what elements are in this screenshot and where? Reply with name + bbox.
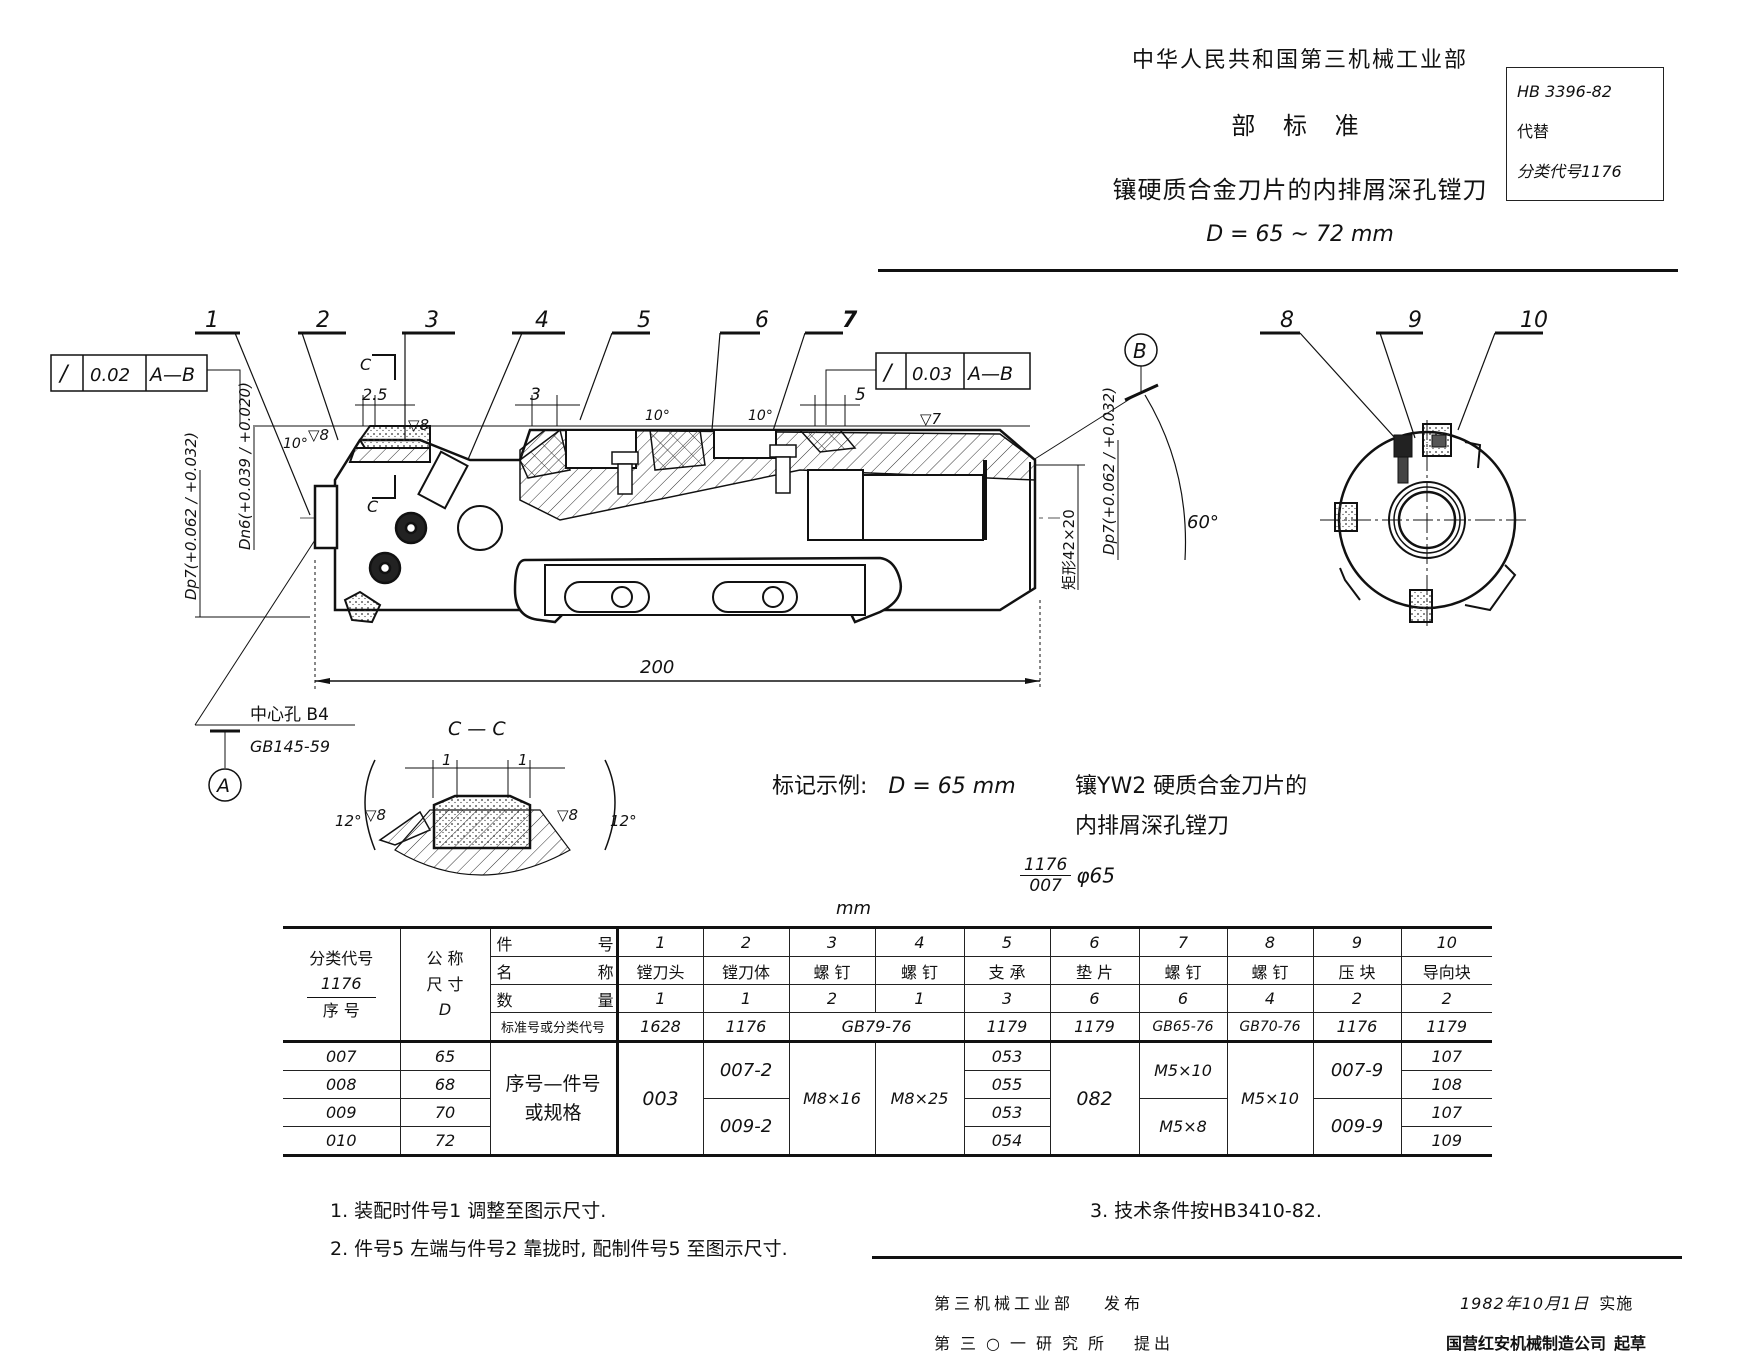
- roughness-7: ▽7: [920, 410, 942, 428]
- roughness-8-a: ▽8: [308, 426, 329, 444]
- tolerance-frame-left: / 0.02 A—B: [50, 354, 241, 425]
- note-3: 3. 技术条件按HB3410-82.: [1090, 1200, 1322, 1222]
- marking-desc-1: 镶YW2 硬质合金刀片的: [1075, 774, 1308, 799]
- callout-4: 4: [535, 308, 549, 333]
- class-code-header: 分类代号 1176 序 号: [283, 926, 401, 1042]
- svg-text:C — C: C — C: [448, 718, 506, 740]
- svg-text:0.02: 0.02: [90, 365, 130, 386]
- callout-3: 3: [425, 308, 439, 333]
- dim-5: 5: [855, 385, 866, 405]
- callout-8: 8: [1280, 308, 1294, 333]
- note-2: 2. 件号5 左端与件号2 靠拢时, 配制件号5 至图示尺寸.: [330, 1238, 788, 1260]
- svg-text:A: A: [215, 775, 230, 797]
- marking-label: 标记示例:: [772, 774, 868, 799]
- header-row-name: 名 称 镗刀头 镗刀体 螺 钉 螺 钉 支 承 垫 片 螺 钉 螺 钉 压 块 …: [283, 956, 1492, 985]
- fraction-top: 1176: [1020, 855, 1072, 876]
- angle-10-a: 10°: [283, 436, 308, 452]
- marking-desc-2: 内排屑深孔镗刀: [1075, 814, 1230, 839]
- issued-by: 第三机械工业部发布: [934, 1294, 1145, 1313]
- data-row-008: 008 68 055 108: [283, 1070, 1492, 1099]
- proposed-by: 第三○一研究所提出: [934, 1334, 1174, 1353]
- marking-value: D = 65 mm: [888, 774, 1016, 799]
- table-unit: mm: [836, 898, 872, 919]
- fraction-bottom: 007: [1029, 876, 1062, 896]
- overall-length-dim: 200: [314, 560, 1041, 690]
- right-diameter-dims: 矩形42×20 Dp7(+0.062 / +0.032): [1035, 387, 1119, 590]
- callout-2: 2: [316, 308, 330, 333]
- technical-drawing: 1 2 3 4 5 6 7 8 9 10 / 0.02 A—B / 0.03 A…: [50, 308, 1548, 876]
- svg-text:/: /: [882, 361, 894, 386]
- angle-10-b: 10°: [645, 408, 670, 424]
- dim-3: 3: [530, 385, 541, 405]
- marking-fraction: 1176 007 φ65: [1020, 855, 1115, 896]
- svg-text:0.03: 0.03: [912, 364, 952, 385]
- datum-b-marker: B 60°: [1029, 333, 1219, 561]
- center-hole-note: A 中心孔 B4 GB145-59: [194, 539, 355, 802]
- row-label-name: 名 称: [489, 956, 618, 985]
- body-row-label: 序号—件号 或规格: [489, 1040, 618, 1157]
- class-code: 分类代号1176: [1517, 162, 1622, 181]
- document-title: 镶硬质合金刀片的内排屑深孔镗刀: [1112, 176, 1488, 204]
- svg-text:Dp7(+0.062 / +0.032): Dp7(+0.062 / +0.032): [1100, 387, 1118, 555]
- svg-text:▽8: ▽8: [557, 806, 578, 824]
- phi-value: φ65: [1076, 863, 1116, 888]
- section-mark-bottom: C: [367, 497, 379, 516]
- ministry-title: 中华人民共和国第三机械工业部: [1131, 48, 1468, 73]
- svg-text:Dn6(+0.039 / +0.020): Dn6(+0.039 / +0.020): [236, 382, 254, 550]
- header-rule: [878, 269, 1678, 272]
- size-range: D = 65 ~ 72 mm: [1206, 222, 1394, 247]
- svg-text:/: /: [58, 362, 70, 387]
- roughness-8-b: ▽8: [408, 416, 429, 434]
- end-view: [1320, 420, 1530, 630]
- boring-bar-body: [313, 425, 1037, 624]
- marking-example: 标记示例: D = 65 mm: [772, 768, 1016, 800]
- standard-number-box: HB 3396-82 代替 分类代号1176: [1506, 67, 1664, 201]
- header-row-qty: 数 量 1 1 2 1 3 6 6 4 2 2: [283, 984, 1492, 1013]
- header-row-part-no: 分类代号 1176 序 号 公 称 尺 寸 D 件 号 1 2 3 4 5 6 …: [283, 926, 1492, 1042]
- effective-date: 1982年10月1日实施: [1460, 1294, 1634, 1313]
- angle-10-c: 10°: [748, 408, 773, 424]
- tolerance-frame-right: / 0.03 A—B: [825, 352, 1031, 425]
- svg-text:GB145-59: GB145-59: [250, 737, 330, 756]
- svg-text:▽8: ▽8: [365, 806, 386, 824]
- svg-text:200: 200: [640, 657, 674, 678]
- data-row-010: 010 72 054 109: [283, 1126, 1492, 1157]
- data-row-007: 007 65 序号—件号 或规格 003 007-2 M8×16 M8×25 0…: [283, 1040, 1492, 1157]
- left-diameter-dims: Dp7(+0.062 / +0.032) Dn6(+0.039 / +0.020…: [182, 382, 310, 618]
- nominal-size-header: 公 称 尺 寸 D: [399, 926, 491, 1042]
- svg-text:12°: 12°: [610, 812, 637, 830]
- standard-number: HB 3396-82: [1517, 82, 1612, 101]
- callout-6: 6: [755, 308, 769, 333]
- section-mark-top: C: [360, 355, 372, 374]
- svg-text:12°: 12°: [335, 812, 362, 830]
- svg-text:A—B: A—B: [966, 363, 1013, 385]
- note-1: 1. 装配时件号1 调整至图示尺寸.: [330, 1200, 607, 1222]
- callout-9: 9: [1408, 308, 1422, 333]
- svg-text:中心孔 B4: 中心孔 B4: [250, 705, 329, 725]
- callout-10: 10: [1520, 308, 1548, 333]
- row-label-standard: 标准号或分类代号: [489, 1012, 618, 1042]
- drafted-by: 国营红安机械制造公司起草: [1446, 1334, 1647, 1353]
- svg-text:矩形42×20: 矩形42×20: [1060, 509, 1078, 590]
- parts-table: 分类代号 1176 序 号 公 称 尺 寸 D 件 号 1 2 3 4 5 6 …: [283, 926, 1492, 1157]
- row-label-qty: 数 量: [489, 984, 618, 1013]
- svg-text:1: 1: [518, 751, 528, 769]
- callout-5: 5: [637, 308, 651, 333]
- footer-rule: [872, 1256, 1682, 1259]
- section-c-c: C — C 1 1 12° ▽8 ▽8 12°: [335, 718, 637, 876]
- callout-1: 1: [205, 308, 219, 333]
- dim-2-5: 2.5: [362, 385, 387, 404]
- svg-text:A—B: A—B: [148, 364, 195, 386]
- replaces-label: 代替: [1517, 122, 1550, 141]
- top-dimensions: [355, 354, 860, 499]
- row-label-part-no: 件 号: [489, 926, 618, 957]
- svg-text:60°: 60°: [1187, 512, 1219, 533]
- data-row-009: 009 70 009-2 053 M5×8 009-9 107: [283, 1098, 1492, 1157]
- part-callout-numbers: 1 2 3 4 5 6 7 8 9 10: [205, 308, 1548, 333]
- standard-type: 部 标 准: [1231, 112, 1369, 140]
- callout-7: 7: [842, 308, 858, 333]
- svg-text:1: 1: [442, 751, 452, 769]
- svg-text:Dp7(+0.062 / +0.032): Dp7(+0.062 / +0.032): [182, 432, 200, 600]
- svg-text:B: B: [1133, 339, 1147, 363]
